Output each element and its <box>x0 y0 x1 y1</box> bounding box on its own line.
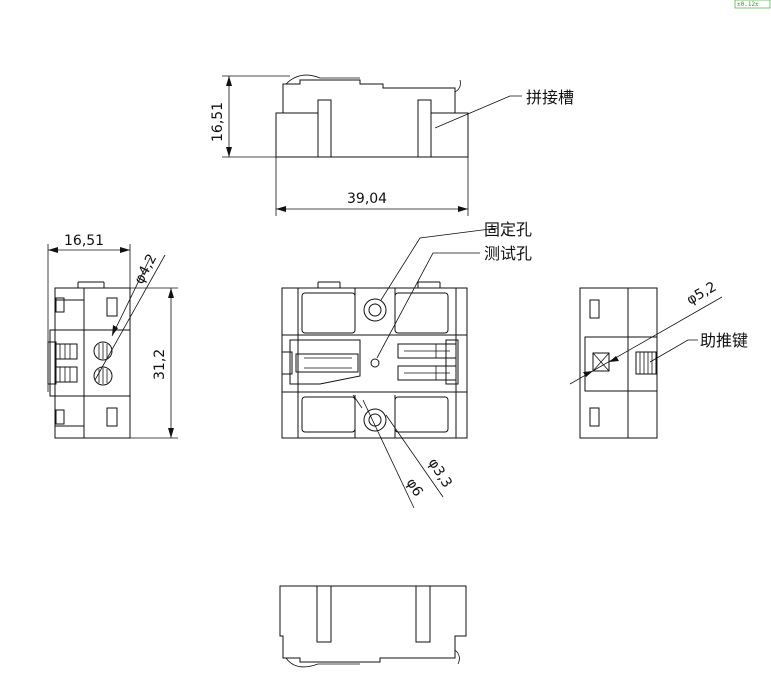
dim-right-diameter: φ5,2 <box>684 279 719 309</box>
right-view <box>569 287 723 439</box>
dim-left-diameter: φ4,2 <box>131 252 160 287</box>
dim-left-width: 16,51 <box>64 233 104 249</box>
top-width-dimension <box>275 157 469 216</box>
bottom-view <box>279 585 467 668</box>
dim-hole-inner: φ3,3 <box>425 456 455 491</box>
corner-badge: ±0.12± <box>734 0 771 9</box>
svg-text:±0.12±: ±0.12± <box>737 1 759 8</box>
callout-fixing-hole: 固定孔 <box>484 220 532 239</box>
callout-push-key: 助推键 <box>700 331 748 350</box>
front-view <box>281 227 499 509</box>
left-width-dimension <box>47 244 131 392</box>
left-view <box>47 281 131 439</box>
dim-left-height: 31,2 <box>152 349 168 380</box>
callout-test-hole: 测试孔 <box>484 244 532 263</box>
callout-splice-slot: 拼接槽 <box>526 88 574 107</box>
dim-top-height: 16,51 <box>210 102 226 142</box>
top-view <box>275 74 522 158</box>
left-diameter-leader <box>94 254 166 381</box>
top-height-dimension <box>222 75 290 158</box>
left-height-dimension <box>130 287 178 439</box>
dim-top-width: 39,04 <box>347 191 387 207</box>
dim-hole-outer: φ6 <box>403 476 426 500</box>
